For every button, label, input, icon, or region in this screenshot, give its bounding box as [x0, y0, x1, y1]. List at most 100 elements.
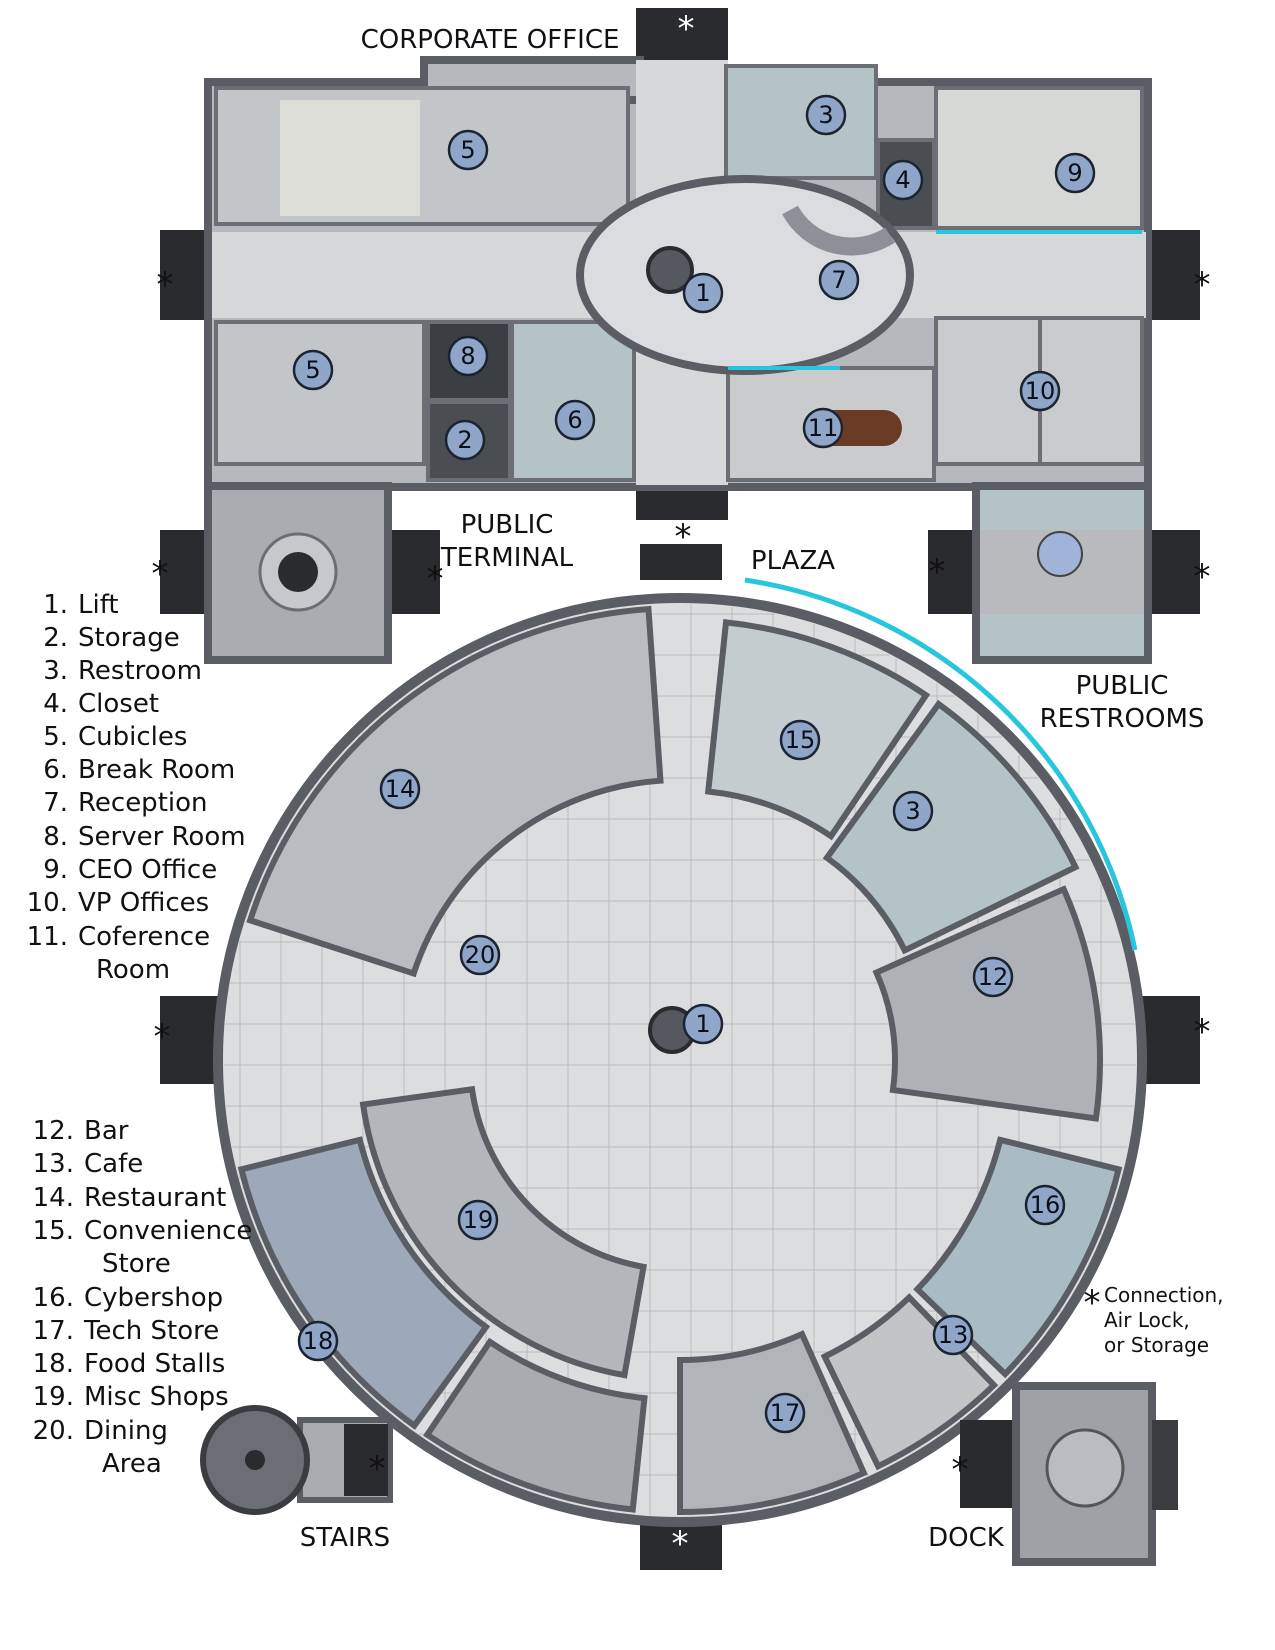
- legend-number: 3.: [43, 656, 68, 686]
- shop-cybershop: [913, 1136, 1123, 1379]
- legend-name: Cafe: [84, 1149, 143, 1179]
- footnote: * Connection, Air Lock, or Storage: [1084, 1283, 1224, 1357]
- marker-dining-area: 20: [459, 934, 501, 976]
- legend-number: 8.: [43, 822, 68, 852]
- legend-number: 19.: [33, 1382, 74, 1412]
- svg-text:12: 12: [978, 963, 1009, 991]
- legend-name: CEO Office: [78, 855, 217, 885]
- footnote-line: Connection,: [1104, 1283, 1224, 1307]
- airlock-asterisk: *: [1194, 265, 1211, 305]
- office-markers: 1 2 3 4 5 5 6 7 8 9 10 11: [292, 94, 1096, 461]
- marker-restroom: 3: [805, 94, 847, 136]
- shop-restaurant: [246, 605, 664, 978]
- svg-text:17: 17: [770, 1399, 801, 1427]
- marker-cybershop: 16: [1024, 1184, 1066, 1226]
- legend-name: Area: [102, 1449, 162, 1479]
- legend-number: 7.: [43, 788, 68, 818]
- legend-name: VP Offices: [78, 888, 209, 918]
- airlock-asterisk: *: [952, 1450, 969, 1490]
- marker-closet: 4: [882, 159, 924, 201]
- airlock-markers: * * * * * * * * * * * * *: [152, 9, 1211, 1564]
- legend-number: 16.: [33, 1283, 74, 1313]
- room-ceo-office: [934, 86, 1144, 230]
- airlock-asterisk: *: [1194, 557, 1211, 597]
- footnote-asterisk: *: [1084, 1283, 1101, 1323]
- svg-text:20: 20: [465, 941, 496, 969]
- marker-vp-offices: 10: [1019, 370, 1061, 412]
- svg-text:2: 2: [457, 426, 472, 454]
- svg-text:5: 5: [305, 356, 320, 384]
- legend-name: Restaurant: [84, 1183, 226, 1213]
- airlock-asterisk: *: [152, 554, 169, 594]
- office-airlock-right: [1146, 230, 1200, 320]
- room-cubicles-north: [214, 86, 630, 226]
- svg-text:1: 1: [695, 1010, 710, 1038]
- room-restroom: [724, 64, 878, 180]
- marker-cafe: 13: [932, 1314, 974, 1356]
- marker-reception: 7: [818, 259, 860, 301]
- public-terminal: [160, 482, 440, 664]
- legend-number: 13.: [33, 1149, 74, 1179]
- plaza-airlock-left: [160, 996, 222, 1084]
- label-public-restrooms-2: RESTROOMS: [1040, 704, 1205, 734]
- label-plaza: PLAZA: [751, 546, 835, 576]
- legend-number: 9.: [43, 855, 68, 885]
- marker-cubicles-north: 5: [447, 129, 489, 171]
- marker-food-stalls: 18: [297, 1320, 339, 1362]
- legend-number: 12.: [33, 1116, 74, 1146]
- legend-name: Coference: [78, 922, 210, 952]
- legend-name: Lift: [78, 590, 119, 620]
- airlock-asterisk: *: [427, 559, 444, 599]
- legend-name: Storage: [78, 623, 180, 653]
- legend-name: Break Room: [78, 755, 235, 785]
- svg-text:5: 5: [460, 136, 475, 164]
- airlock-asterisk: *: [157, 265, 174, 305]
- legend-name: Convenience: [84, 1216, 252, 1246]
- stairs: [200, 1405, 393, 1515]
- airlock-asterisk: *: [154, 1017, 171, 1057]
- airlock-asterisk: *: [1194, 1012, 1211, 1052]
- plaza-airlock-right: [1138, 996, 1200, 1084]
- office-lobby: [576, 175, 914, 375]
- shop-cafe: [820, 1293, 999, 1471]
- legend-name: Store: [102, 1249, 171, 1279]
- legend-plaza: 12.Bar 13.Cafe 14.Restaurant 15.Convenie…: [33, 1116, 253, 1479]
- marker-ceo-office: 9: [1054, 152, 1096, 194]
- label-public-terminal-2: TERMINAL: [440, 543, 574, 573]
- svg-text:11: 11: [808, 414, 839, 442]
- footnote-line: Air Lock,: [1104, 1308, 1190, 1332]
- legend-number: 6.: [43, 755, 68, 785]
- legend-number: 5.: [43, 722, 68, 752]
- legend-name: Server Room: [78, 822, 246, 852]
- label-stairs: STAIRS: [300, 1523, 390, 1553]
- legend-number: 15.: [33, 1216, 74, 1246]
- airlock-asterisk: *: [675, 517, 692, 557]
- shop-bar: [872, 885, 1103, 1122]
- svg-text:3: 3: [905, 797, 920, 825]
- legend-number: 4.: [43, 689, 68, 719]
- room-cubicles-south: [214, 320, 426, 466]
- legend-number: 18.: [33, 1349, 74, 1379]
- label-dock: DOCK: [928, 1523, 1005, 1553]
- airlock-asterisk: *: [369, 1449, 386, 1489]
- marker-lift: 1: [682, 272, 724, 314]
- public-restrooms: [928, 482, 1200, 664]
- svg-text:3: 3: [818, 101, 833, 129]
- legend-name: Cybershop: [84, 1283, 223, 1313]
- marker-conference-room: 11: [802, 407, 844, 449]
- legend-name: Reception: [78, 788, 208, 818]
- marker-tech-store: 17: [764, 1392, 806, 1434]
- svg-text:6: 6: [567, 406, 582, 434]
- marker-bar: 12: [972, 956, 1014, 998]
- legend-name: Food Stalls: [84, 1349, 225, 1379]
- svg-text:18: 18: [303, 1327, 334, 1355]
- legend-number: 20.: [33, 1416, 74, 1446]
- corporate-office: [160, 8, 1200, 520]
- svg-text:13: 13: [938, 1321, 969, 1349]
- legend-office: 1.Lift 2.Storage 3.Restroom 4.Closet 5.C…: [27, 590, 246, 985]
- legend-name: Cubicles: [78, 722, 187, 752]
- airlock-asterisk: *: [672, 1524, 689, 1564]
- marker-convenience-store: 15: [779, 719, 821, 761]
- legend-number: 17.: [33, 1316, 74, 1346]
